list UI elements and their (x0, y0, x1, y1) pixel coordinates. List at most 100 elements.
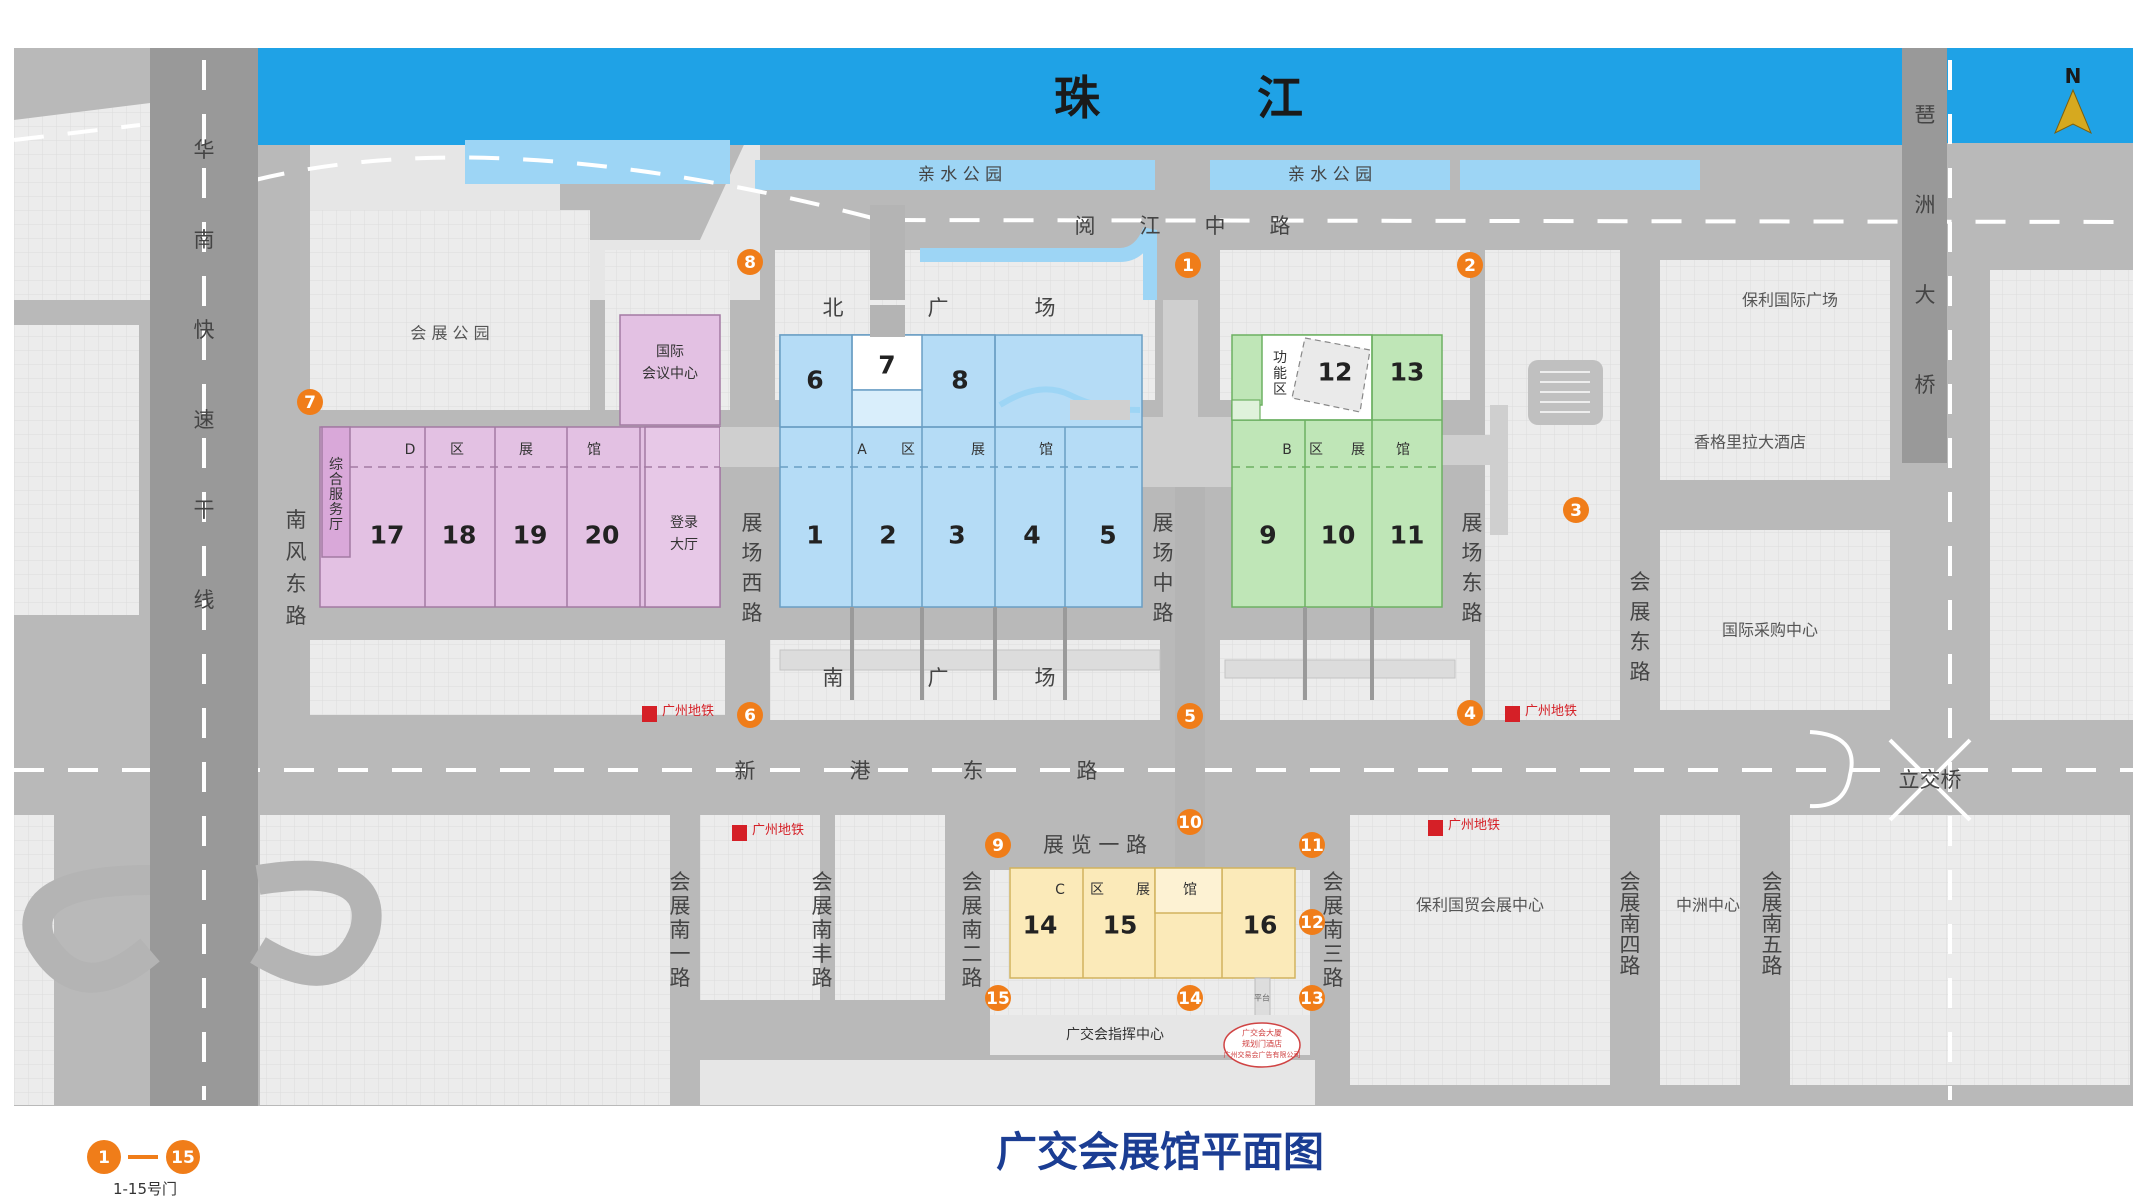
gate-5[interactable]: 5 (1177, 703, 1203, 729)
hzn2-char-2: 展 (962, 894, 983, 918)
gate-9-number: 9 (992, 836, 1004, 856)
landmark-labels: 保利国际广场 香格里拉大酒店 国际采购中心 保利国贸会展中心 中洲中心 (1416, 291, 1838, 915)
hzn5-char-2: 展 (1762, 891, 1783, 915)
nanfeng-char-4: 路 (286, 604, 307, 628)
road-north-char-2: 江 (1140, 214, 1161, 238)
pazhou-bridge (1902, 48, 1947, 463)
nanfeng-char-1: 南 (286, 508, 307, 532)
expo-park-label: 会 展 公 园 (410, 324, 489, 343)
hotel-badge-text-3: 广州交易会广告有限公司 (1224, 1050, 1301, 1059)
gate-13[interactable]: 13 (1299, 985, 1325, 1011)
metro-logos: 广州地铁 广州地铁 广州地铁 广州地铁 (642, 704, 1577, 841)
gate-6[interactable]: 6 (737, 702, 763, 728)
hzn5-char-4: 五 (1762, 933, 1783, 957)
xingang-char-2: 港 (850, 759, 871, 783)
zone-c-label-2: 区 (1090, 882, 1104, 898)
legend: 1 15 1-15号门 (87, 1140, 200, 1198)
hall-6: 6 (806, 366, 823, 395)
hall-9: 9 (1259, 521, 1276, 550)
expressway-char-4: 速 (194, 408, 215, 432)
zone-a-label-3: 展 (971, 442, 985, 458)
shangri-la-label: 香格里拉大酒店 (1694, 433, 1806, 452)
poly-expo-label: 保利国贸会展中心 (1416, 896, 1544, 915)
facility-labels: 国际 会议中心 综 合 服 务 厅 登录 大厅 功 能 区 广交会指挥中心 广交… (329, 344, 1301, 1059)
hall-1: 1 (806, 521, 823, 550)
zone-c-label-4: 馆 (1183, 882, 1197, 898)
gate-1[interactable]: 1 (1175, 252, 1201, 278)
zone-a-label-4: 馆 (1039, 442, 1053, 458)
zone-c-label-3: 展 (1136, 882, 1150, 898)
gate-11[interactable]: 11 (1299, 832, 1325, 858)
hzn5-char-1: 会 (1762, 870, 1783, 894)
command-center-label: 广交会指挥中心 (1066, 1026, 1164, 1043)
hall-10: 10 (1321, 521, 1356, 550)
hotel-badge (1223, 1022, 1301, 1068)
north-plaza-char-1: 北 (823, 296, 844, 320)
gate-11-number: 11 (1300, 836, 1324, 856)
zone-labels: A 区 展 馆 B 区 展 馆 C 区 展 馆 D 区 展 馆 (405, 442, 1410, 898)
gate-3[interactable]: 3 (1563, 497, 1589, 523)
hzn1-char-3: 南 (670, 918, 691, 942)
middle-bridge-north (1163, 300, 1198, 420)
compass-n: N (2065, 64, 2082, 88)
metro-name-1: 广州地铁 (662, 704, 714, 719)
hall-13: 13 (1390, 358, 1425, 387)
riverside-strip-2 (1460, 160, 1700, 190)
hzn4-char-3: 南 (1620, 912, 1641, 936)
hzn5-char-5: 路 (1762, 954, 1783, 978)
zone-b (1231, 334, 1443, 608)
metro-logo-2: 广州地铁 (1505, 704, 1577, 722)
metro-logo-3: 广州地铁 (732, 823, 804, 841)
expressway-char-6: 线 (194, 588, 215, 612)
small-label: 平台 (1254, 993, 1270, 1003)
zhongzhou-label: 中洲中心 (1676, 896, 1740, 915)
gate-14[interactable]: 14 (1177, 985, 1203, 1011)
zone-d-label-2: 区 (450, 442, 464, 458)
road-north-char-3: 中 (1205, 214, 1226, 238)
hall-15: 15 (1103, 911, 1138, 940)
gate-4[interactable]: 4 (1457, 700, 1483, 726)
waterfront-park-label-1: 亲 水 公 园 (918, 165, 1002, 185)
hzn3-char-4: 三 (1323, 942, 1344, 966)
gate-10[interactable]: 10 (1177, 809, 1203, 835)
gate-7[interactable]: 7 (297, 389, 323, 415)
bridge-char-4: 桥 (1915, 373, 1936, 397)
zone-c-label-1: C (1055, 882, 1065, 898)
zone-a-label-2: 区 (901, 442, 915, 458)
function-area-char-3: 区 (1273, 382, 1287, 398)
hall-8: 8 (951, 366, 968, 395)
zc-east-char-1: 展 (1462, 511, 1483, 535)
hzn2-char-5: 路 (962, 966, 983, 990)
expressway-char-3: 快 (194, 318, 215, 342)
hzn1-char-4: 一 (670, 942, 691, 966)
zone-d-label-1: D (405, 442, 416, 458)
gate-9[interactable]: 9 (985, 832, 1011, 858)
zc-west-char-3: 西 (742, 571, 763, 595)
service-char-3: 服 (329, 487, 343, 503)
hall-17: 17 (370, 521, 405, 550)
zc-middle-char-2: 场 (1153, 541, 1174, 565)
gate-12[interactable]: 12 (1299, 909, 1325, 935)
bridge-char-2: 洲 (1915, 193, 1936, 217)
gate-8[interactable]: 8 (737, 249, 763, 275)
hzn2-char-3: 南 (962, 918, 983, 942)
service-char-1: 综 (329, 457, 343, 473)
gate-1-number: 1 (1182, 256, 1194, 276)
function-area-char-2: 能 (1273, 366, 1287, 382)
hznf-char-4: 丰 (812, 942, 833, 966)
hznf-char-5: 路 (812, 966, 833, 990)
hall-12: 12 (1318, 358, 1353, 387)
zc-middle-char-4: 路 (1153, 601, 1174, 625)
pearl-river (255, 48, 1905, 145)
gate-2[interactable]: 2 (1457, 252, 1483, 278)
zone-a (779, 334, 1143, 608)
hzn3-char-5: 路 (1323, 966, 1344, 990)
gate-15[interactable]: 15 (985, 985, 1011, 1011)
service-char-4: 务 (329, 502, 343, 518)
metro-name-4: 广州地铁 (1448, 818, 1500, 833)
metro-logo-4: 广州地铁 (1428, 818, 1500, 836)
zone-d-label-3: 展 (519, 442, 533, 458)
east-loop (250, 860, 382, 986)
function-area-char-1: 功 (1273, 350, 1287, 366)
zone-b-label-4: 馆 (1396, 442, 1410, 458)
